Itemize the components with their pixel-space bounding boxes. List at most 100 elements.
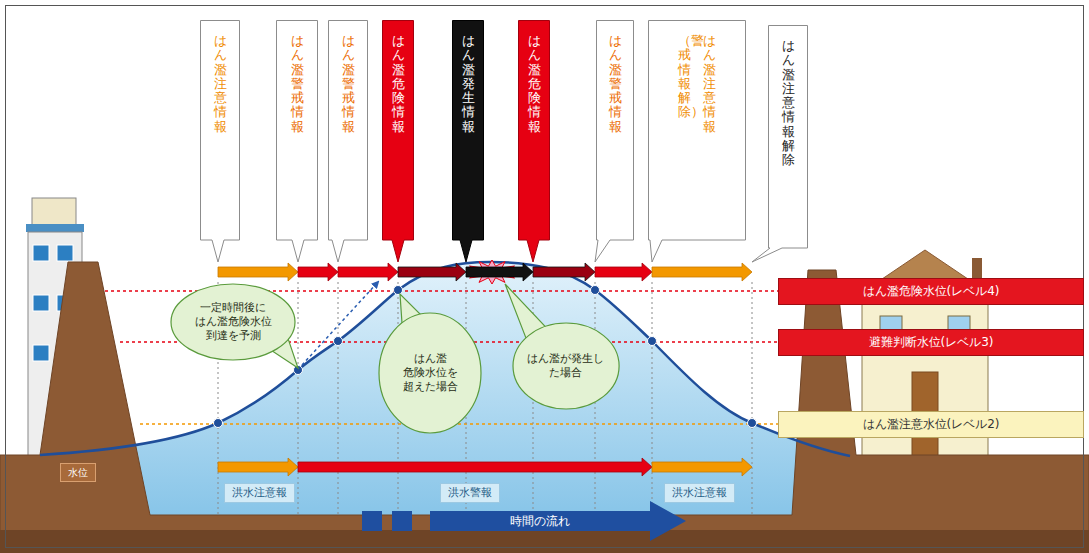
text-holder: 洪水警報: [441, 484, 499, 502]
stage-arrow: [466, 263, 533, 281]
warning-tag: 洪水注意報: [224, 483, 295, 503]
text-holder: はん濫危険情報: [382, 20, 414, 240]
time-text: 時間の流れ: [510, 513, 570, 530]
water-level-band: はん濫注意水位(レベル2): [778, 411, 1084, 438]
bubble-text: はん濫が発生し た場合: [527, 352, 604, 380]
water-level-curve: [40, 262, 850, 456]
callout-text: はん濫危険情報: [392, 34, 405, 134]
axis-tag: 水位: [60, 463, 96, 482]
text-holder: はん濫が発生し た場合: [512, 322, 620, 410]
text-holder: （警戒情報解除） はん濫注意情報: [648, 20, 746, 240]
ground-base: [0, 530, 1089, 553]
stage-arrow: [338, 263, 398, 281]
info-callout: はん濫警戒情報: [276, 20, 318, 262]
level-dot: [748, 419, 757, 428]
time-arrow: 時間の流れ: [430, 501, 686, 541]
info-callout: はん濫発生情報: [452, 20, 484, 262]
callout-outline: [519, 21, 550, 263]
text-holder: はん濫発生情報: [452, 20, 484, 240]
callout-outline: [649, 21, 746, 263]
info-callout: はん濫注意情報解除: [768, 25, 808, 262]
time-square: [362, 511, 382, 531]
info-callout: はん濫警戒情報: [328, 20, 368, 262]
text-holder: はん濫注意水位(レベル2): [779, 412, 1083, 437]
water-level-band: はん濫危険水位(レベル4): [778, 278, 1084, 305]
level-dot: [214, 419, 223, 428]
text-holder: 水位: [61, 464, 95, 481]
warning-arrow: [652, 458, 752, 476]
speech-bubble: はん濫が発生し た場合: [512, 322, 620, 410]
text-holder: 時間の流れ: [430, 501, 650, 541]
callout-text: （警戒情報解除）: [678, 34, 691, 120]
text-holder: 洪水注意報: [665, 484, 734, 502]
text-holder: はん濫警戒情報: [596, 20, 634, 240]
bubble-text: はん濫 危険水位を 超えた場合: [403, 352, 458, 393]
axis-tag-text: 水位: [68, 466, 88, 479]
building-cap: [32, 198, 76, 226]
text-holder: 避難判断水位(レベル3): [779, 330, 1083, 355]
callout-outline: [595, 21, 634, 263]
info-callout: はん濫危険情報: [518, 20, 550, 262]
text-holder: 洪水注意報: [225, 484, 294, 502]
level-line: [140, 423, 778, 425]
boundary-line: [298, 282, 299, 515]
time-square: [392, 511, 412, 531]
stage-arrow: [218, 263, 298, 281]
river-water: [40, 262, 850, 520]
building-window: [33, 245, 49, 261]
text-holder: 一定時間後に はん濫危険水位 到達を予測: [170, 283, 296, 361]
callout-outline: [201, 21, 240, 263]
callout-text: はん濫発生情報: [462, 34, 475, 134]
warning-text: 洪水注意報: [672, 486, 727, 500]
warning-text: 洪水注意報: [232, 486, 287, 500]
speech-bubble: 一定時間後に はん濫危険水位 到達を予測: [170, 283, 296, 361]
bubble-outline: [513, 323, 619, 409]
info-callout: はん濫危険情報: [382, 20, 414, 262]
callout-text: はん濫警戒情報: [291, 34, 304, 134]
warning-tag: 洪水注意報: [664, 483, 735, 503]
warning-text: 洪水警報: [448, 486, 492, 500]
warning-tag: 洪水警報: [440, 483, 500, 503]
text-holder: はん濫危険情報: [518, 20, 550, 240]
text-holder: はん濫注意情報: [200, 20, 240, 240]
callout-outline: [383, 21, 414, 263]
text-holder: はん濫 危険水位を 超えた場合: [378, 312, 482, 434]
boundary-line: [752, 282, 753, 515]
level-dots: [214, 286, 757, 428]
stage-arrow: [595, 263, 652, 281]
warning-arrow: [298, 458, 652, 476]
boundary-line: [652, 282, 653, 515]
water-level-band: 避難判断水位(レベル3): [778, 329, 1084, 356]
level-text: はん濫注意水位(レベル2): [863, 416, 1000, 433]
callout-text: はん濫注意情報解除: [782, 39, 795, 168]
time-boundaries: [218, 282, 752, 515]
level-dot: [334, 337, 343, 346]
time-arrow-shape: [430, 501, 686, 541]
stage-arrow: [652, 263, 752, 281]
info-callout: はん濫注意情報: [200, 20, 240, 262]
callout-text: はん濫注意情報: [703, 34, 716, 134]
building-window: [33, 295, 49, 311]
stage-arrow: [398, 263, 466, 281]
stage-arrow: [298, 263, 338, 281]
house-roof: [848, 250, 1002, 302]
level-dot: [648, 337, 657, 346]
level-dot: [591, 286, 600, 295]
building-window: [57, 245, 73, 261]
bubble-outline: [379, 313, 481, 433]
warning-arrow: [218, 458, 298, 476]
text-holder: はん濫注意情報解除: [768, 25, 808, 248]
callout-outline: [329, 21, 368, 263]
info-callout: （警戒情報解除） はん濫注意情報: [648, 20, 746, 262]
text-holder: はん濫危険水位(レベル4): [779, 279, 1083, 304]
bubble-outline: [171, 284, 295, 360]
callout-text: はん濫警戒情報: [342, 34, 355, 134]
callout-outline: [453, 21, 484, 263]
building-window: [33, 345, 49, 361]
info-callout: はん濫警戒情報: [596, 20, 634, 262]
text-holder: はん濫警戒情報: [328, 20, 368, 240]
level-text: 避難判断水位(レベル3): [869, 334, 994, 351]
callout-outline: [752, 26, 808, 263]
ground-levee: [0, 262, 1089, 553]
